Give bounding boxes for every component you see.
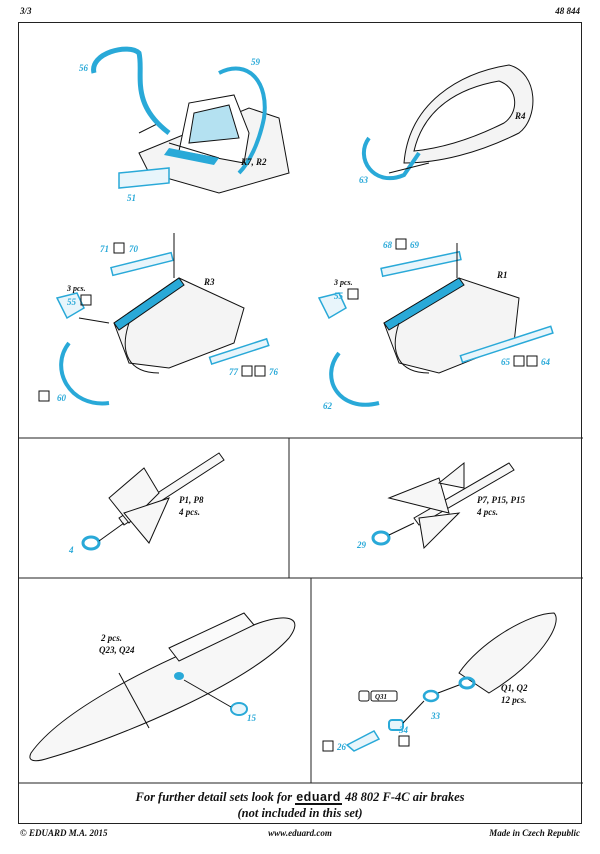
part-15-shape bbox=[230, 702, 248, 716]
qty-tank: 2 pcs. bbox=[100, 633, 122, 643]
label-55-left: 55 bbox=[67, 297, 77, 307]
leader-4 bbox=[98, 522, 125, 542]
label-77: 77 bbox=[229, 367, 239, 377]
missile-right-drawing bbox=[387, 461, 515, 550]
label-64: 64 bbox=[541, 357, 551, 367]
label-63: 63 bbox=[359, 175, 369, 185]
instruction-drawing: 56 59 51 K7, R2 63 R4 71 70 3 pcs. 55 R3… bbox=[19, 46, 583, 784]
qty-missile-left: 4 pcs. bbox=[178, 507, 200, 517]
label-q23-q24: Q23, Q24 bbox=[99, 645, 135, 655]
part-64-65-shape bbox=[459, 325, 554, 364]
missile-left-drawing bbox=[108, 452, 225, 544]
panel-dividers bbox=[19, 437, 583, 784]
label-r1: R1 bbox=[496, 270, 508, 280]
qty-missile-right: 4 pcs. bbox=[476, 507, 498, 517]
label-60: 60 bbox=[57, 393, 67, 403]
footer-suffix: 48 802 F-4C air brakes bbox=[345, 790, 465, 804]
leader-33 bbox=[437, 684, 460, 694]
label-15: 15 bbox=[247, 713, 257, 723]
label-69: 69 bbox=[410, 240, 420, 250]
qty-nose: 12 pcs. bbox=[501, 695, 527, 705]
leader-63 bbox=[388, 162, 430, 174]
check-icon-65 bbox=[513, 355, 525, 367]
check-icon-34 bbox=[398, 735, 410, 747]
label-70: 70 bbox=[129, 244, 139, 254]
label-55-right: 55 bbox=[334, 291, 344, 301]
label-p1-p8: P1, P8 bbox=[179, 495, 204, 505]
instruction-frame: 56 59 51 K7, R2 63 R4 71 70 3 pcs. 55 R3… bbox=[18, 22, 583, 824]
part-59-shape bbox=[218, 66, 267, 175]
variant-icon-76 bbox=[254, 365, 266, 377]
label-34: 34 bbox=[398, 725, 409, 735]
footer-note: For further detail sets look for eduard … bbox=[18, 790, 582, 805]
variant-icon-68 bbox=[395, 238, 407, 250]
part-60-shape bbox=[59, 341, 110, 406]
label-p7-p15: P7, P15, P15 bbox=[477, 495, 525, 505]
website: www.eduard.com bbox=[268, 828, 332, 838]
label-56: 56 bbox=[79, 63, 89, 73]
part-33-shape bbox=[422, 689, 440, 703]
tank-hole-marker bbox=[174, 672, 184, 680]
label-q1-q2: Q1, Q2 bbox=[501, 683, 528, 693]
part-55-right-shape bbox=[317, 292, 347, 320]
part-56-shape bbox=[91, 46, 171, 135]
kit-number: 48 844 bbox=[555, 6, 580, 16]
label-29: 29 bbox=[356, 540, 367, 550]
settings-icon-q31 bbox=[358, 690, 370, 702]
check-icon-55-right bbox=[347, 288, 359, 300]
qty-right-55: 3 pcs. bbox=[333, 278, 353, 287]
part-4-shape bbox=[81, 535, 101, 551]
leader-15 bbox=[183, 679, 232, 708]
label-68: 68 bbox=[383, 240, 393, 250]
part-51-placement bbox=[164, 148, 219, 165]
label-26: 26 bbox=[336, 742, 347, 752]
part-55-left-shape bbox=[55, 292, 85, 320]
copyright: © EDUARD M.A. 2015 bbox=[20, 828, 108, 838]
cockpit-rear-drawing bbox=[138, 94, 290, 194]
part-26-shape bbox=[345, 730, 381, 752]
part-29-shape bbox=[371, 530, 391, 546]
leader-34 bbox=[402, 700, 425, 724]
check-icon-55-left bbox=[80, 294, 92, 306]
part-68-69-shape bbox=[380, 250, 462, 278]
part-34-shape bbox=[388, 719, 404, 731]
page-number: 3/3 bbox=[20, 6, 32, 16]
label-q31: Q31 bbox=[375, 693, 387, 701]
made-in: Made in Czech Republic bbox=[489, 828, 580, 838]
check-icon-60 bbox=[38, 390, 50, 402]
part-51-shape bbox=[118, 167, 170, 189]
label-r3: R3 bbox=[203, 277, 215, 287]
leader-29 bbox=[388, 522, 415, 536]
check-icon-26 bbox=[322, 740, 334, 752]
tank-drawing bbox=[29, 612, 296, 762]
footer-prefix: For further detail sets look for bbox=[135, 790, 293, 804]
nose-drawing bbox=[458, 612, 557, 694]
nose-ring-marker bbox=[458, 676, 476, 690]
variant-icon-64 bbox=[526, 355, 538, 367]
label-59: 59 bbox=[251, 57, 261, 67]
label-k7-r2: K7, R2 bbox=[240, 157, 267, 167]
label-71: 71 bbox=[100, 244, 109, 254]
q31-badge bbox=[370, 690, 398, 702]
left-brake-drawing bbox=[113, 277, 245, 374]
right-brake-drawing bbox=[383, 277, 520, 374]
footer-note-line2: (not included in this set) bbox=[237, 806, 363, 820]
variant-icon-71 bbox=[113, 242, 125, 254]
label-62: 62 bbox=[323, 401, 333, 411]
part-62-shape bbox=[329, 351, 380, 407]
eduard-logo: eduard bbox=[295, 790, 342, 805]
canopy-drawing bbox=[403, 64, 534, 164]
label-r4: R4 bbox=[514, 111, 526, 121]
part-70-71-shape bbox=[110, 251, 174, 277]
label-33: 33 bbox=[430, 711, 441, 721]
part-63-shape bbox=[362, 136, 421, 181]
leader-55-left bbox=[78, 317, 110, 324]
label-76: 76 bbox=[269, 367, 279, 377]
label-51: 51 bbox=[127, 193, 136, 203]
part-76-77-shape bbox=[208, 337, 270, 366]
label-65: 65 bbox=[501, 357, 511, 367]
label-4: 4 bbox=[68, 545, 74, 555]
check-icon-77 bbox=[241, 365, 253, 377]
qty-left-55: 3 pcs. bbox=[66, 284, 86, 293]
